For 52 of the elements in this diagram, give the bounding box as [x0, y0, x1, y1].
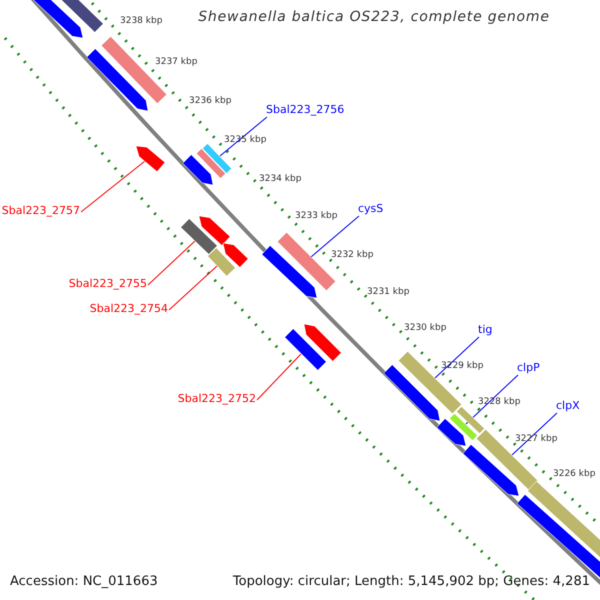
title: Shewanella baltica OS223, complete genome [198, 9, 550, 25]
gene-feature-block [527, 480, 600, 560]
gene-feature-block [449, 413, 478, 441]
footer-text: Accession: NC_011663 [10, 575, 158, 588]
gene-label: clpP [517, 362, 540, 373]
scale-label: 3230 kbp [404, 324, 446, 333]
gene-feature-block [198, 216, 230, 246]
gene-feature-block [180, 218, 218, 255]
gene-feature-block [476, 429, 538, 490]
gene-feature-block [196, 148, 226, 179]
gene-feature-block [456, 406, 485, 434]
leader-line [168, 266, 218, 310]
scale-label: 3231 kbp [367, 288, 410, 297]
gene-feature-block [136, 146, 166, 172]
gene-feature-block [284, 328, 326, 370]
leader-line [466, 374, 518, 424]
gene-feature-block [384, 364, 440, 422]
scale-label: 3234 kbp [259, 175, 302, 184]
gene-feature-block [182, 154, 214, 186]
gene-label: tig [478, 324, 492, 335]
scale-label: 3226 kbp [553, 470, 596, 479]
gene-feature-block [86, 48, 148, 112]
gene-feature-block [222, 242, 248, 268]
scale-label: 3232 kbp [331, 251, 374, 260]
gene-feature-block [207, 248, 236, 276]
gene-feature-block [32, 0, 84, 38]
leader-line [148, 240, 196, 286]
scale-label: 3236 kbp [189, 97, 232, 106]
gene-feature-block [436, 418, 466, 446]
gene-label: Sbal223_2754 [90, 303, 168, 314]
leader-line [220, 116, 268, 156]
gene-label: Sbal223_2755 [68, 278, 147, 289]
leader-line [512, 412, 558, 456]
gene-label: cysS [358, 203, 384, 214]
leader-line [310, 216, 360, 258]
gene-label: Sbal223_2756 [266, 104, 344, 115]
leader-line [434, 336, 480, 378]
gene-label: Sbal223_2752 [178, 393, 256, 404]
scale-label: 3237 kbp [155, 58, 198, 67]
gene-feature-block [262, 245, 318, 298]
leader-line [80, 160, 146, 212]
gene-feature-block [398, 351, 462, 414]
gene-feature-block [462, 444, 520, 496]
gene-feature-block [62, 0, 104, 33]
gene-label: clpX [556, 400, 580, 411]
gene-feature-block [202, 143, 232, 174]
footer-text: Topology: circular; Length: 5,145,902 bp; Genes: 4,281 [232, 575, 590, 588]
gene-label: Sbal223_2757 [2, 205, 80, 216]
scale-label: 3233 kbp [295, 212, 338, 221]
scale-label: 3238 kbp [120, 17, 162, 26]
gene-feature-block [304, 324, 342, 362]
leader-line [256, 354, 302, 400]
